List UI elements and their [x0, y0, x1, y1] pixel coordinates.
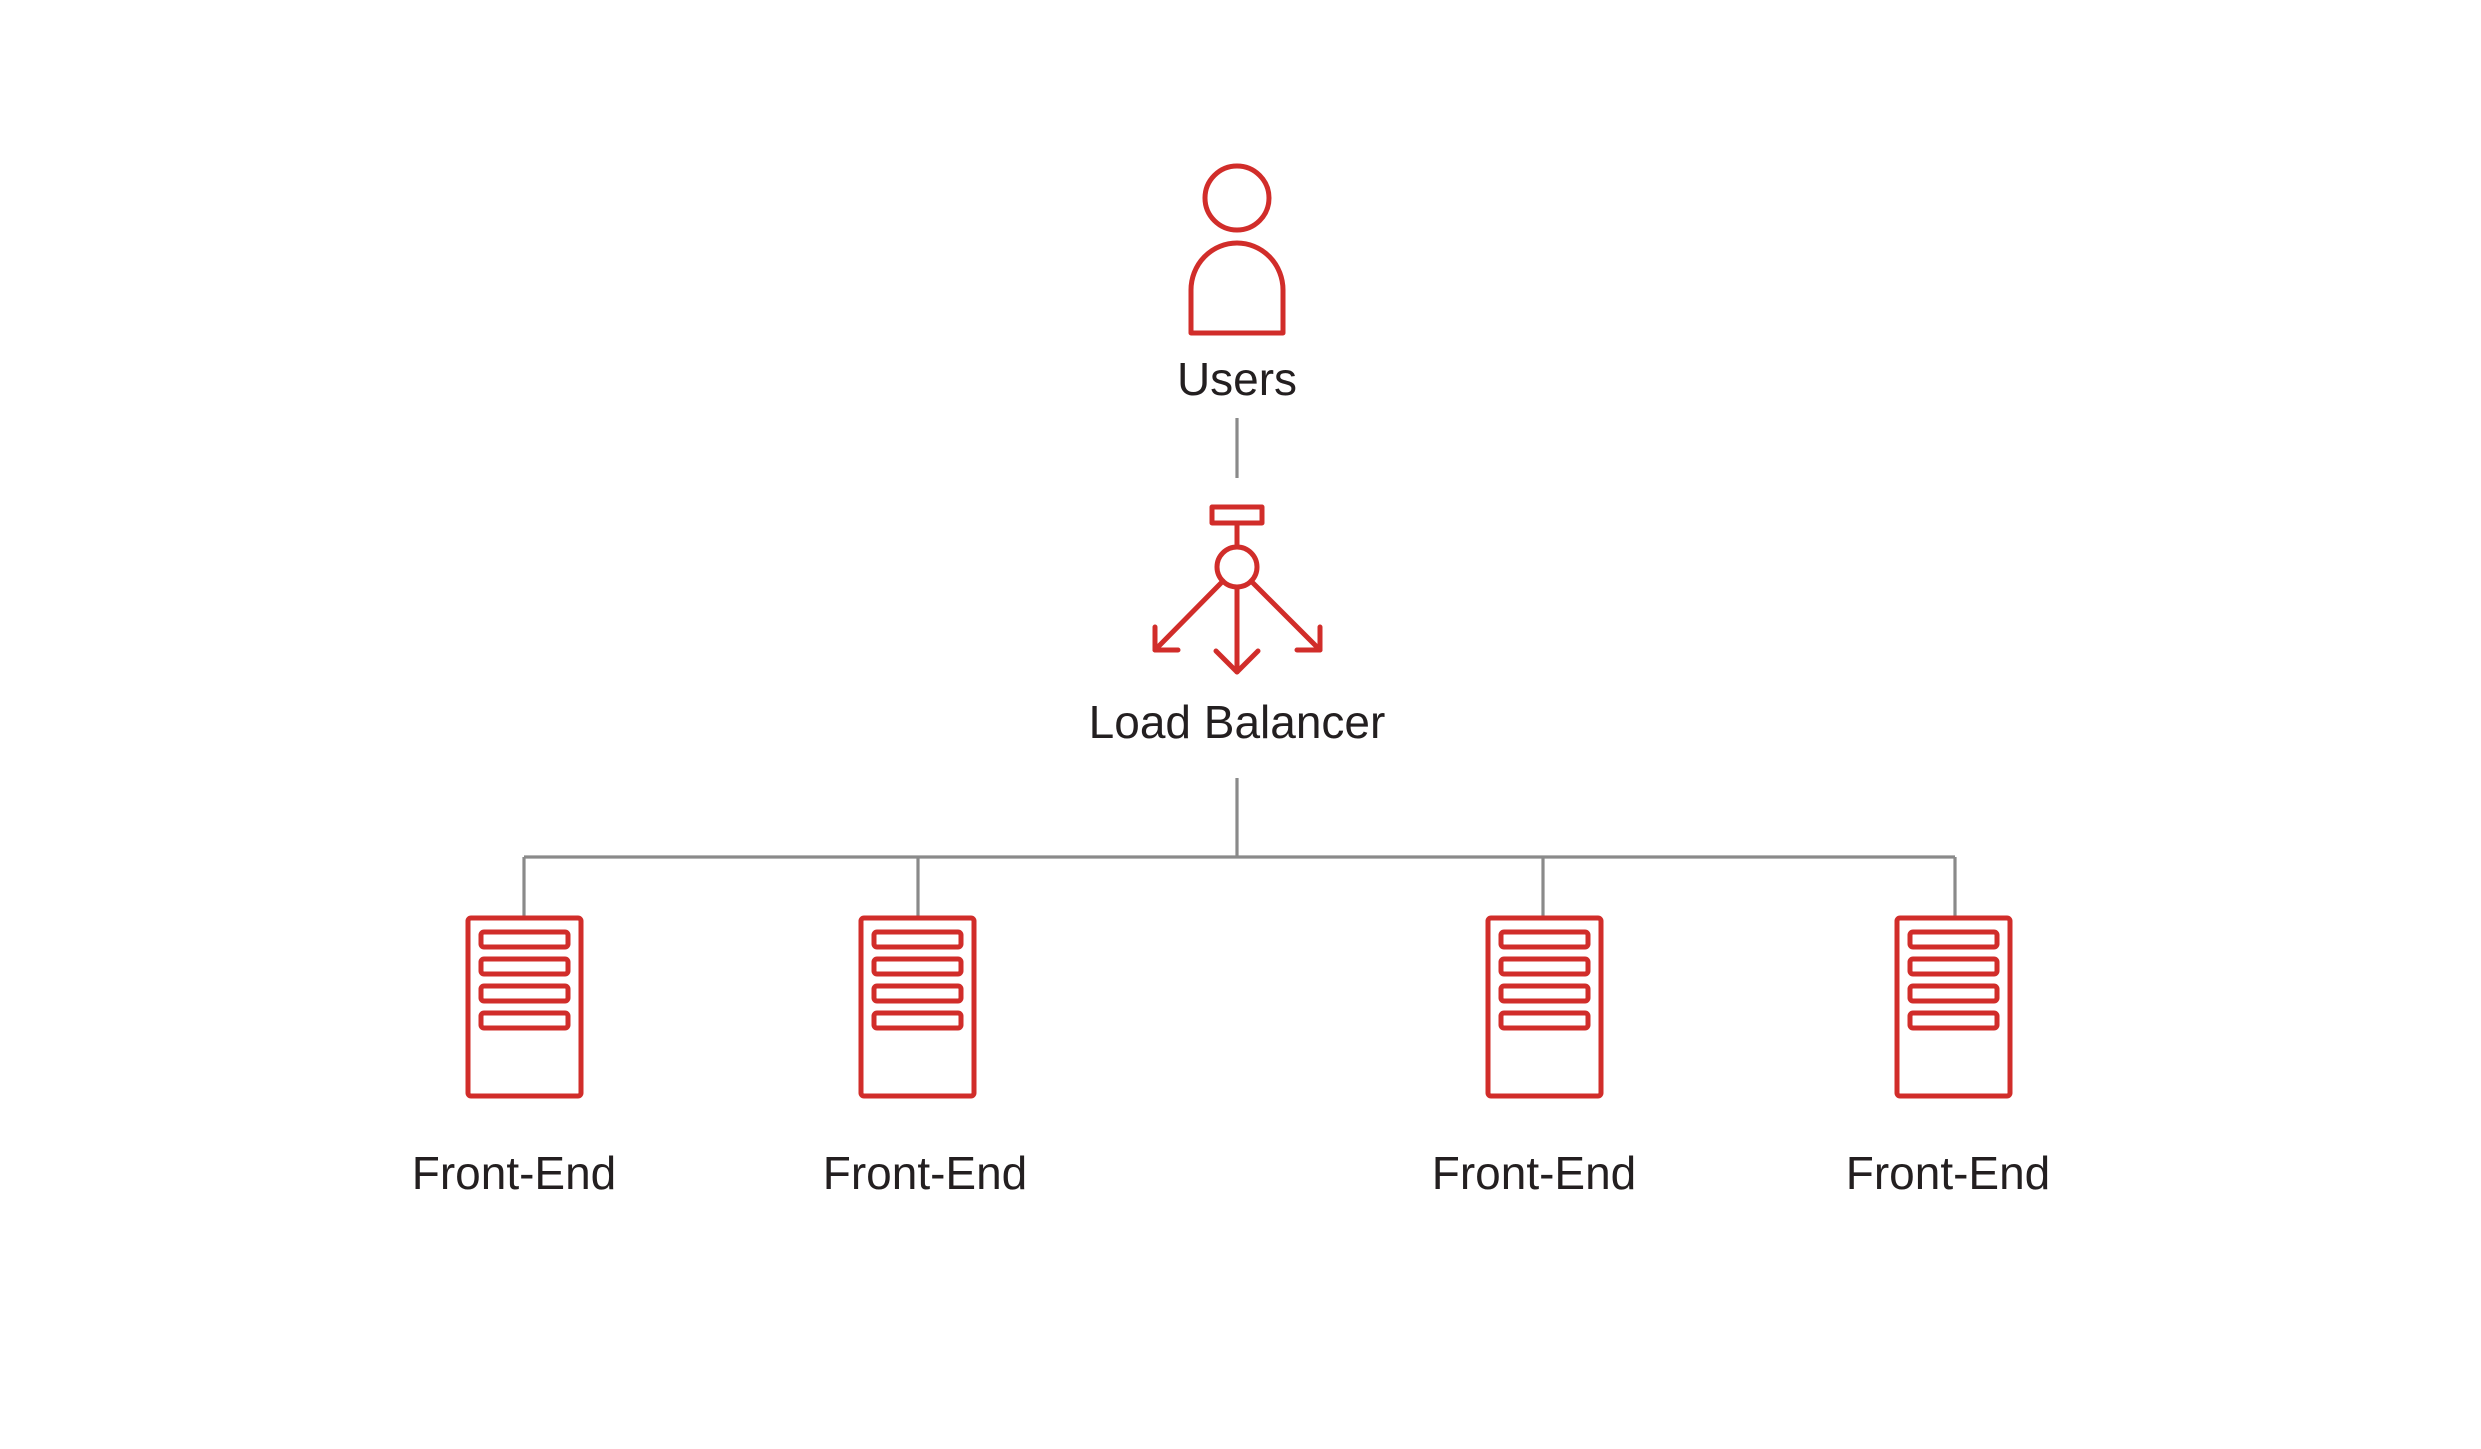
users-node: Users [1177, 163, 1297, 405]
load-balancer-node: Load Balancer [1089, 504, 1386, 748]
front-end-node: Front-End [1846, 915, 2051, 1199]
front-end-label: Front-End [823, 1147, 1028, 1199]
load-balancer-icon [1152, 504, 1323, 675]
server-icon [1894, 915, 2013, 1099]
front-end-label: Front-End [1846, 1147, 2051, 1199]
user-icon [1188, 163, 1286, 336]
server-icon [465, 915, 584, 1099]
load-balancer-label: Load Balancer [1089, 696, 1386, 748]
users-label: Users [1177, 353, 1297, 405]
connector-load-balancer-to-front-ends [522, 778, 1957, 918]
front-end-label: Front-End [1432, 1147, 1637, 1199]
front-end-node: Front-End [1432, 915, 1637, 1199]
front-end-label: Front-End [412, 1147, 617, 1199]
front-end-node: Front-End [412, 915, 617, 1199]
server-icon [858, 915, 977, 1099]
server-icon [1485, 915, 1604, 1099]
front-end-node: Front-End [823, 915, 1028, 1199]
